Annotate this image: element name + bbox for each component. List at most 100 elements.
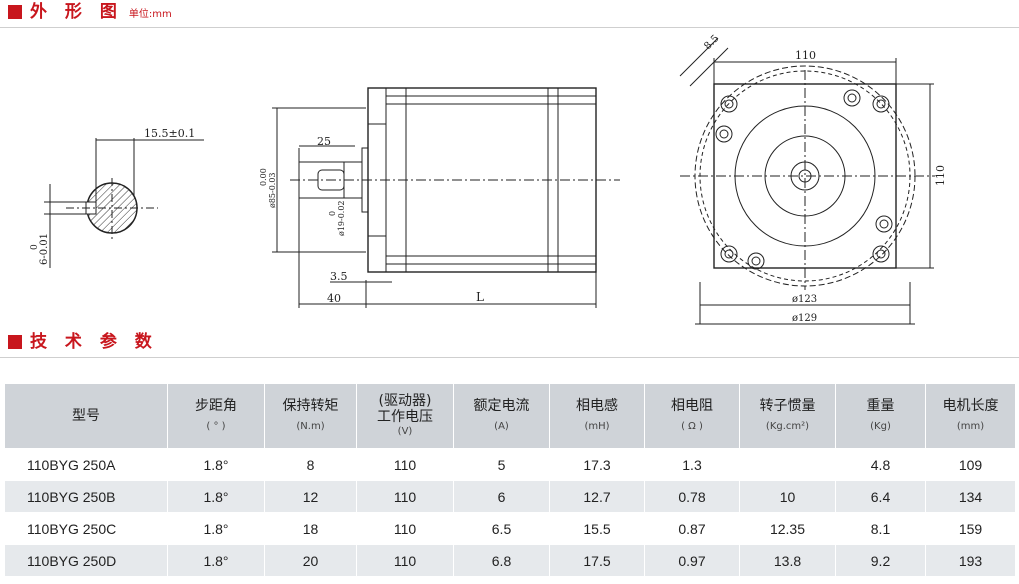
header-unit: (mm) xyxy=(956,421,985,432)
header-label: 相电感 xyxy=(576,398,618,414)
outline-unit: 单位:mm xyxy=(128,9,172,20)
table-cell: 8.1 xyxy=(835,512,926,545)
front-len-text: 40 xyxy=(327,292,341,305)
table-cell: 13.8 xyxy=(739,544,836,577)
motor-front-view xyxy=(679,37,935,325)
header-unit: ( ° ) xyxy=(206,421,226,432)
table-header-cell: 型号 xyxy=(4,383,168,449)
table-cell xyxy=(739,448,836,481)
spec-table: 型号 步距角( ° ) 保持转矩 (N.m) (驱动器) 工作电压(V) 额定电流 (A) 相… xyxy=(4,383,1016,577)
header-unit: (mH) xyxy=(584,421,610,432)
header-label: (驱动器) 工作电压 xyxy=(377,393,433,425)
table-cell: 10 xyxy=(739,480,836,513)
table-cell: 17.3 xyxy=(549,448,645,481)
pilot-tol-top: 0.00 xyxy=(259,168,268,186)
table-header-cell: 相电感 (mH) xyxy=(549,383,645,449)
table-header-cell: 额定电流 (A) xyxy=(453,383,550,449)
header-unit: (N.m) xyxy=(296,421,325,432)
table-cell: 20 xyxy=(264,544,357,577)
header-label: 额定电流 xyxy=(473,398,530,414)
shaft-dim-text: 15.5±0.1 xyxy=(144,127,195,140)
model-cell: 110BYG 250C xyxy=(4,512,168,545)
table-cell: 159 xyxy=(925,512,1016,545)
outline-title: 外 形 图 xyxy=(30,2,123,22)
table-header-cell: 保持转矩 (N.m) xyxy=(264,383,357,449)
outline-divider xyxy=(0,27,1019,28)
table-cell: 1.8° xyxy=(167,480,265,513)
body-len-text: L xyxy=(476,290,484,304)
specs-title: 技 术 参 数 xyxy=(30,332,158,352)
table-cell: 134 xyxy=(925,480,1016,513)
table-header-cell: 重量 (Kg) xyxy=(835,383,926,449)
table-header-cell: (驱动器) 工作电压(V) xyxy=(356,383,454,449)
table-cell: 1.8° xyxy=(167,512,265,545)
flange-thickness-text: 3.5 xyxy=(330,270,348,283)
specs-section-header: 技 术 参 数 xyxy=(8,333,158,351)
pilot-tol-bottom: ø85-0.03 xyxy=(268,172,277,208)
table-cell: 8 xyxy=(264,448,357,481)
header-unit: (A) xyxy=(494,421,509,432)
table-cell: 1.8° xyxy=(167,448,265,481)
table-header-cell: 电机长度 (mm) xyxy=(925,383,1016,449)
header-label: 电机长度 xyxy=(942,398,999,414)
model-cell: 110BYG 250A xyxy=(4,448,168,481)
dia-inner-text: ø123 xyxy=(792,294,817,305)
shaft-len-text: 25 xyxy=(317,135,331,148)
table-cell: 15.5 xyxy=(549,512,645,545)
table-cell: 12.35 xyxy=(739,512,836,545)
header-unit: (Kg.cm²) xyxy=(765,421,810,432)
header-label: 相电阻 xyxy=(671,398,713,414)
table-cell: 0.97 xyxy=(644,544,740,577)
shaft-tol-bottom: ø19-0.02 xyxy=(337,200,346,236)
table-cell: 5 xyxy=(453,448,550,481)
table-header-cell: 转子惯量 (Kg.cm²) xyxy=(739,383,836,449)
header-unit: ( Ω ) xyxy=(681,421,703,432)
table-cell: 110 xyxy=(356,544,454,577)
table-cell: 0.78 xyxy=(644,480,740,513)
table-cell: 6.5 xyxy=(453,512,550,545)
header-label: 保持转矩 xyxy=(282,398,339,414)
outline-section-header: 外 形 图 单位:mm xyxy=(8,3,172,21)
table-cell: 0.87 xyxy=(644,512,740,545)
section-square-icon xyxy=(8,335,22,349)
front-height-text: 110 xyxy=(934,165,947,186)
specs-divider xyxy=(0,357,1019,358)
shaft-tol-top: 0 xyxy=(328,211,337,216)
shaft-section-view xyxy=(44,138,204,268)
table-cell: 110 xyxy=(356,448,454,481)
table-cell: 6 xyxy=(453,480,550,513)
table-cell: 6.8 xyxy=(453,544,550,577)
outline-drawing: 15.5±0.1 0 6-0.01 25 0.00 ø85-0.03 0 ø19… xyxy=(30,33,947,325)
table-cell: 17.5 xyxy=(549,544,645,577)
header-label: 重量 xyxy=(866,398,895,414)
section-square-icon xyxy=(8,5,22,19)
model-cell: 110BYG 250B xyxy=(4,480,168,513)
table-cell: 12 xyxy=(264,480,357,513)
flat-tol-bottom: 6-0.01 xyxy=(39,233,50,265)
table-cell: 1.3 xyxy=(644,448,740,481)
dia-outer-text: ø129 xyxy=(792,313,817,324)
table-cell: 6.4 xyxy=(835,480,926,513)
table-cell: 4.8 xyxy=(835,448,926,481)
table-cell: 109 xyxy=(925,448,1016,481)
table-header-cell: 相电阻 ( Ω ) xyxy=(644,383,740,449)
table-cell: 1.8° xyxy=(167,544,265,577)
table-header-row: 型号 步距角( ° ) 保持转矩 (N.m) (驱动器) 工作电压(V) 额定电流 (A) 相… xyxy=(4,383,1016,449)
model-cell: 110BYG 250D xyxy=(4,544,168,577)
table-cell: 110 xyxy=(356,480,454,513)
table-cell: 12.7 xyxy=(549,480,645,513)
header-unit: (V) xyxy=(397,426,413,437)
table-cell: 110 xyxy=(356,512,454,545)
hole-dim-text: 8.5 xyxy=(702,33,721,52)
header-label: 转子惯量 xyxy=(759,398,816,414)
table-cell: 193 xyxy=(925,544,1016,577)
flat-tol-top: 0 xyxy=(30,244,40,250)
header-unit: (Kg) xyxy=(870,421,891,432)
header-label: 型号 xyxy=(72,408,100,424)
table-header-cell: 步距角( ° ) xyxy=(167,383,265,449)
